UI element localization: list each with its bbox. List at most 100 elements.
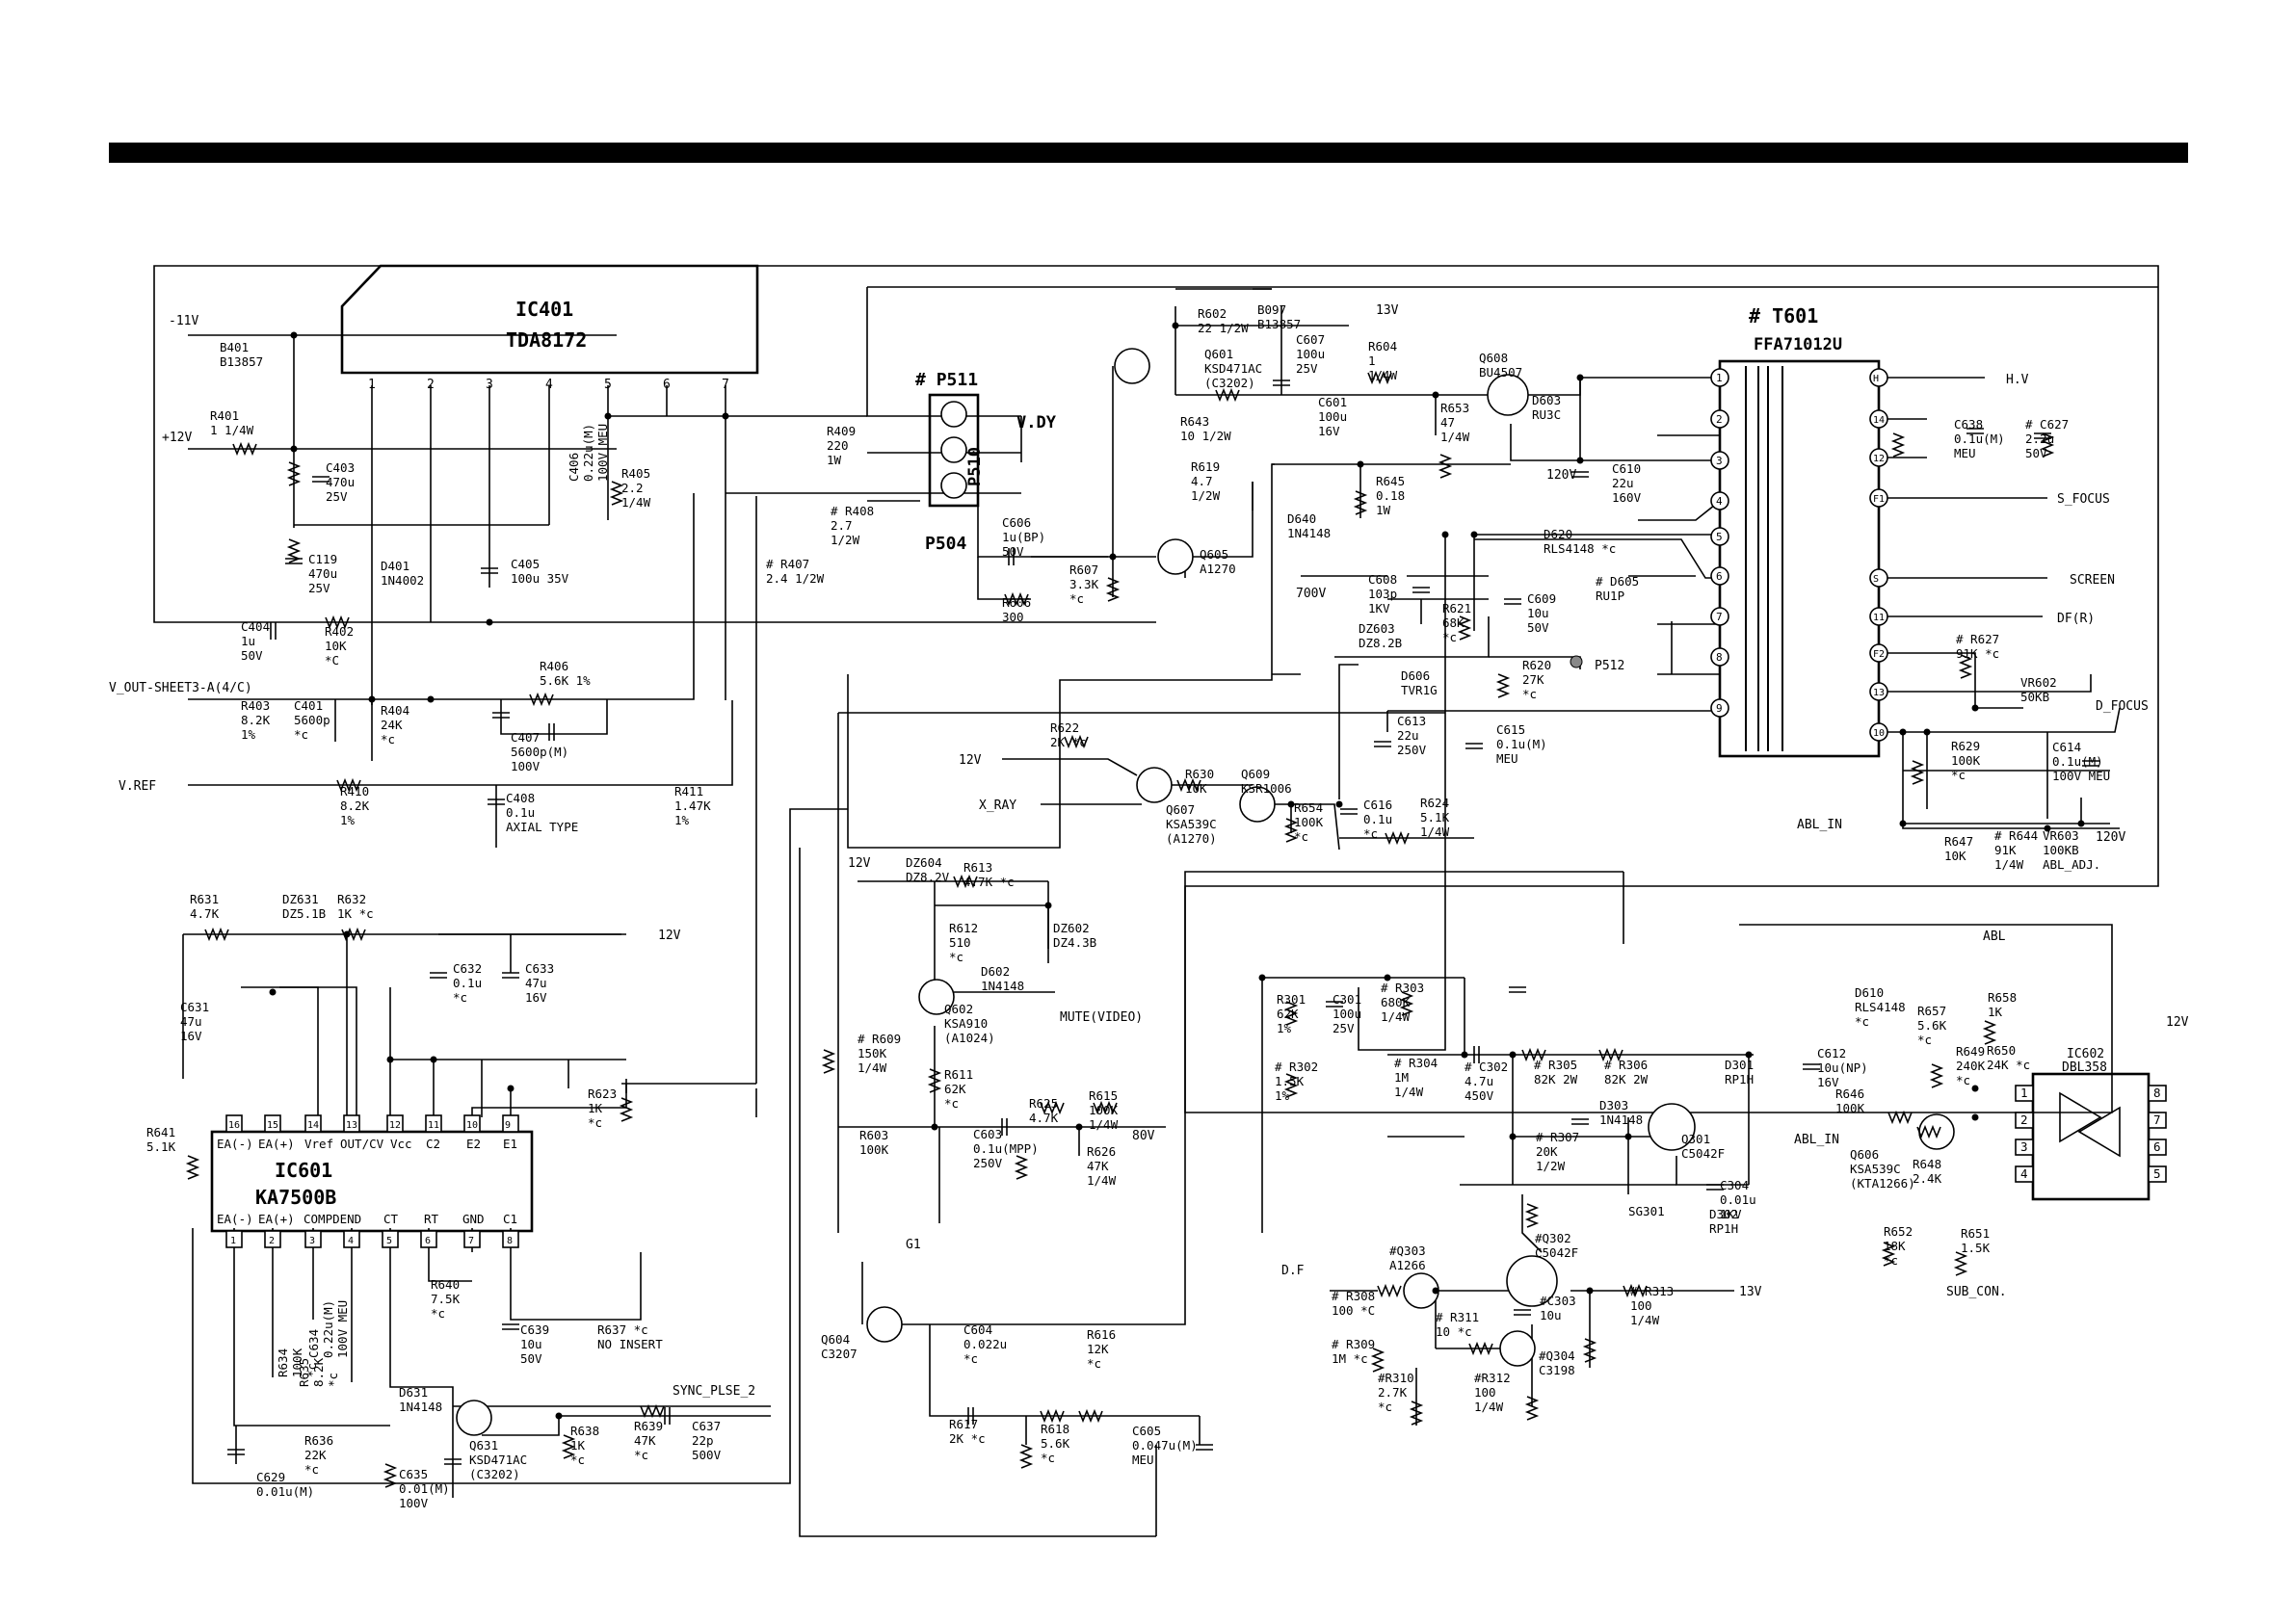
t601-pin-left: 6: [1716, 570, 1723, 583]
component-c301-line: C301: [1333, 992, 1361, 1007]
component-c614-line: 100V MEU: [2052, 769, 2110, 783]
component-c304-line: 1KV: [1720, 1207, 1742, 1221]
component-r616-line: 12K: [1087, 1342, 1109, 1356]
net-12v-c: 12V: [658, 929, 681, 943]
ic601-bottom-pin: 7: [468, 1236, 474, 1246]
component-r313-line: 100: [1630, 1298, 1652, 1313]
component-r617-line: 2K *c: [949, 1431, 986, 1446]
component-r638-line: R638: [570, 1424, 599, 1438]
component-r650-line: R650: [1987, 1043, 2016, 1058]
component-r411-line: 1.47K: [674, 798, 711, 813]
ic601-top-pin: 16: [228, 1120, 240, 1131]
component-r407-line: # R407: [766, 557, 809, 571]
junction-dot: [1971, 1085, 1979, 1092]
ic601-pin-box: [343, 1114, 360, 1133]
ic601-pin-box: [463, 1114, 481, 1133]
resistor-zigzag: [1468, 1341, 1493, 1356]
component-c634-line: 100V MEU: [335, 1300, 350, 1358]
component-c406-line: 100V MEU: [595, 424, 610, 482]
net-abl: ABL: [1983, 929, 2006, 944]
p511-pin-1: [940, 401, 967, 428]
component-q631-line: KSD471AC: [469, 1453, 527, 1467]
component-r640-line: 7.5K: [431, 1292, 461, 1306]
component-r404-line: 24K: [381, 718, 403, 732]
resistor-zigzag: [325, 615, 350, 630]
net-g1: G1: [906, 1238, 921, 1252]
component-c612-line: C612: [1817, 1046, 1846, 1060]
ic601-pin-box: [502, 1114, 519, 1133]
component-r636-line: *c: [304, 1462, 319, 1477]
component-c119-line: 25V: [308, 581, 330, 595]
component-c303-line: 10u: [1540, 1308, 1562, 1322]
junction-dot: [430, 1056, 437, 1063]
component-d640-line: D640: [1287, 511, 1316, 526]
component-r607-line: R607: [1069, 563, 1098, 577]
resistor-zigzag: [1064, 734, 1089, 749]
resistor-zigzag: [232, 441, 257, 457]
component-r646-line: R646: [1835, 1086, 1864, 1101]
component-r607-line: 3.3K: [1069, 577, 1099, 591]
component-r645-line: 0.18: [1376, 488, 1405, 503]
component-dz631-line: DZ631: [282, 892, 319, 906]
junction-dot: [931, 1123, 938, 1131]
component-c639-line: 10u: [520, 1337, 542, 1351]
component-r302-line: # R302: [1275, 1060, 1318, 1074]
component-c616-line: C616: [1363, 798, 1392, 812]
ic601-top-label: OUT/CV: [340, 1137, 384, 1151]
component-r401-line: R401: [210, 408, 239, 423]
junction-dot: [1461, 1051, 1468, 1059]
component-c606-line: C606: [1002, 515, 1031, 530]
component-dz603-line: DZ8.2B: [1359, 636, 1402, 650]
component-r619-line: 1/2W: [1191, 488, 1221, 503]
component-d620-line: D620: [1544, 527, 1572, 541]
net-xray: X_RAY: [979, 798, 1016, 813]
resistor-zigzag: [821, 1049, 836, 1074]
ic601-pin-box: [304, 1230, 322, 1248]
component-c605-line: MEU: [1132, 1453, 1154, 1467]
ic601-top-label: EA(+): [258, 1137, 295, 1151]
component-c634-line: 0.22u(M): [321, 1300, 335, 1358]
ic601-ref: IC601: [275, 1159, 332, 1182]
component-q601-line: (C3202): [1204, 376, 1255, 390]
ic602-left-pin: 4: [2020, 1166, 2028, 1181]
ic602-left-pin: 1: [2020, 1086, 2028, 1100]
component-q608-line: BU4507: [1479, 365, 1522, 380]
component-c609-line: C609: [1527, 591, 1556, 606]
junction-dot: [1586, 1287, 1594, 1295]
component-r410-line: 1%: [340, 813, 356, 827]
ic601-pin-box: [264, 1114, 281, 1133]
resistor-zigzag: [1215, 387, 1240, 403]
junction-dot: [1432, 391, 1439, 399]
component-r648-line: 2.4K: [1913, 1171, 1942, 1186]
component-r405-line: R405: [621, 466, 650, 481]
component-r644-line: # R644: [1994, 828, 2038, 843]
junction-dot: [386, 1056, 394, 1063]
component-r639-line: 47K: [634, 1433, 656, 1448]
component-r302-line: 1.5K: [1275, 1074, 1305, 1088]
component-r409-line: 220: [827, 438, 849, 453]
component-r637-line: NO INSERT: [597, 1337, 663, 1351]
ic602-pin-box: [2148, 1085, 2167, 1102]
ic601-top-label: C2: [426, 1137, 440, 1151]
component-r622-line: 2K *c: [1050, 735, 1087, 749]
component-r623-line: R623: [588, 1086, 617, 1101]
component-r304-line: # R304: [1394, 1056, 1438, 1070]
component-r652-line: 18K: [1884, 1239, 1906, 1253]
component-c302-line: # C302: [1465, 1060, 1508, 1074]
